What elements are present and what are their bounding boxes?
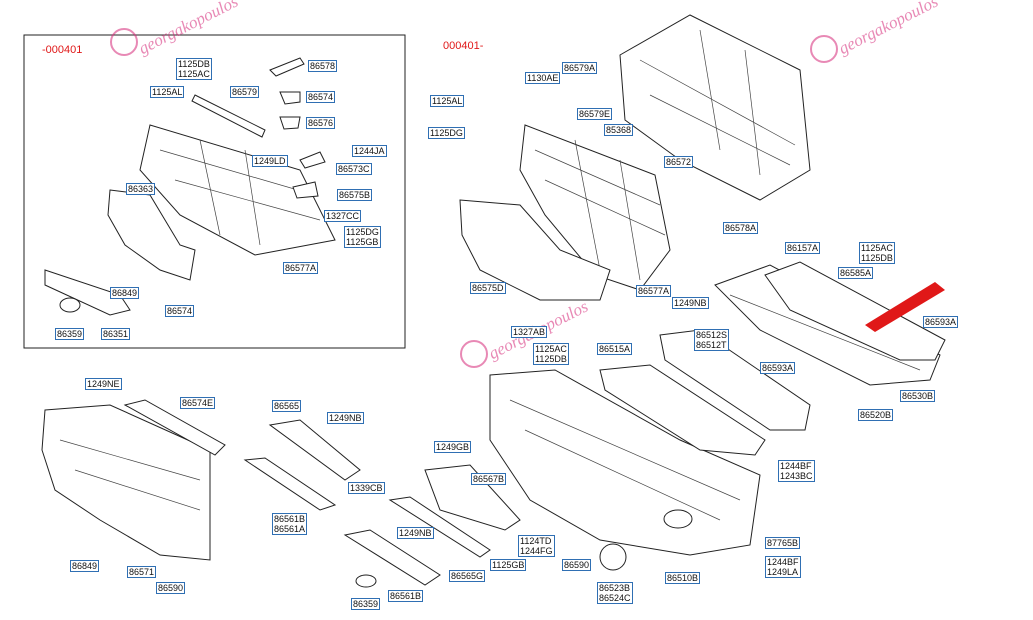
part-callout[interactable]: 1125AL — [150, 86, 185, 98]
part-callout[interactable]: 86363 — [126, 183, 156, 195]
part-callout[interactable]: 86593A — [923, 316, 959, 328]
part-callout[interactable]: 86575B — [337, 189, 373, 201]
part-callout[interactable]: 86359 — [55, 328, 85, 340]
part-callout[interactable]: 86585A — [838, 267, 874, 279]
part-callout[interactable]: 86573C — [336, 163, 372, 175]
ref-code-inset: -000401 — [42, 44, 83, 56]
grille-center — [424, 464, 521, 531]
radiator-support-frame — [619, 14, 811, 201]
part-callout[interactable]: 86561B — [388, 590, 424, 602]
part-callout[interactable]: 86590 — [562, 559, 592, 571]
part-callout[interactable]: 1249GB — [434, 441, 472, 453]
part-callout[interactable]: 1244BF 1249LA — [765, 556, 801, 578]
part-callout[interactable]: 86578A — [723, 222, 759, 234]
part-callout[interactable]: 86593A — [760, 362, 796, 374]
part-callout[interactable]: 86579 — [230, 86, 260, 98]
part-callout[interactable]: 86351 — [101, 328, 131, 340]
part-callout[interactable]: 86590 — [156, 582, 186, 594]
part-callout[interactable]: 87765B — [765, 537, 801, 549]
part-callout[interactable]: 86567B — [471, 473, 507, 485]
part-callout[interactable]: 86565G — [449, 570, 486, 582]
fog-lamp-cover — [599, 543, 627, 571]
part-callout[interactable]: 1327AB — [511, 326, 548, 338]
part-callout[interactable]: 86572 — [664, 156, 694, 168]
part-callout[interactable]: 86157A — [785, 242, 821, 254]
part-callout[interactable]: 86578 — [308, 60, 338, 72]
pointer-arrow-icon — [865, 282, 945, 332]
bumper-reinforcement — [764, 261, 946, 361]
grille-molding — [243, 457, 337, 511]
watermark-logo-icon — [460, 340, 488, 368]
main-side-guard — [459, 199, 611, 301]
part-callout[interactable]: 86849 — [70, 560, 100, 572]
part-callout[interactable]: 86574 — [165, 305, 195, 317]
radiator-grille-small — [268, 419, 361, 481]
ref-code-main: 000401- — [443, 40, 484, 52]
part-callout[interactable]: 1125AC 1125DB — [533, 343, 569, 365]
inset-small-parts — [59, 57, 326, 313]
part-callout[interactable]: 86520B — [858, 409, 894, 421]
part-callout[interactable]: 1130AE — [525, 72, 561, 84]
lower-grille-molding — [343, 529, 441, 586]
main-grille-guard — [519, 124, 671, 291]
left-upper-cap — [123, 399, 226, 456]
part-callout[interactable]: 86510B — [665, 572, 701, 584]
part-callout[interactable]: 86574 — [306, 91, 336, 103]
part-callout[interactable]: 1249NB — [327, 412, 364, 424]
part-callout[interactable]: 86512S 86512T — [694, 329, 730, 351]
part-callout[interactable]: 86577A — [636, 285, 672, 297]
inset-grille-guard — [139, 124, 336, 256]
inset-frame — [23, 34, 406, 349]
inset-lower-guard — [107, 189, 196, 281]
part-callout[interactable]: 1249NB — [397, 527, 434, 539]
part-callout[interactable]: 1125AC 1125DB — [859, 242, 895, 264]
inset-lower-bar — [44, 269, 131, 316]
bumper-absorber-lower — [599, 364, 766, 456]
part-callout[interactable]: 86577A — [283, 262, 319, 274]
part-callout[interactable]: 86574E — [180, 397, 216, 409]
part-callout[interactable]: 86523B 86524C — [597, 582, 633, 604]
left-bumper-assembly — [41, 404, 211, 561]
part-callout[interactable]: 86571 — [127, 566, 157, 578]
part-callout[interactable]: 1124TD 1244FG — [518, 535, 555, 557]
watermark-logo-icon — [110, 28, 138, 56]
part-callout[interactable]: 85368 — [604, 124, 634, 136]
part-callout[interactable]: 86561B 86561A — [272, 513, 308, 535]
part-callout[interactable]: 86515A — [597, 343, 633, 355]
part-callout[interactable]: 1244BF 1243BC — [778, 460, 815, 482]
part-callout[interactable]: 1125AL — [430, 95, 465, 107]
part-callout[interactable]: 86575D — [470, 282, 506, 294]
part-callout[interactable]: 1244JA — [352, 145, 387, 157]
part-callout[interactable]: 86579A — [562, 62, 598, 74]
part-callout[interactable]: 86359 — [351, 598, 381, 610]
part-callout[interactable]: 1125DB 1125AC — [176, 58, 212, 80]
watermark-logo-icon — [810, 35, 838, 63]
part-callout[interactable]: 1125GB — [490, 559, 527, 571]
part-callout[interactable]: 1249LD — [252, 155, 288, 167]
part-callout[interactable]: 86849 — [110, 287, 140, 299]
part-callout[interactable]: 1249NB — [672, 297, 709, 309]
grille-strip — [388, 496, 491, 558]
part-callout[interactable]: 1249NE — [85, 378, 122, 390]
emblem — [355, 574, 377, 588]
part-callout[interactable]: 86530B — [900, 390, 936, 402]
part-callout[interactable]: 1125DG 1125GB — [344, 226, 381, 248]
part-callout[interactable]: 86579E — [577, 108, 613, 120]
front-bumper-cover — [489, 369, 761, 556]
part-callout[interactable]: 86565 — [272, 400, 302, 412]
part-callout[interactable]: 1125DG — [428, 127, 465, 139]
part-callout[interactable]: 1339CB — [348, 482, 385, 494]
part-callout[interactable]: 1327CC — [324, 210, 362, 222]
part-callout[interactable]: 86576 — [306, 117, 336, 129]
